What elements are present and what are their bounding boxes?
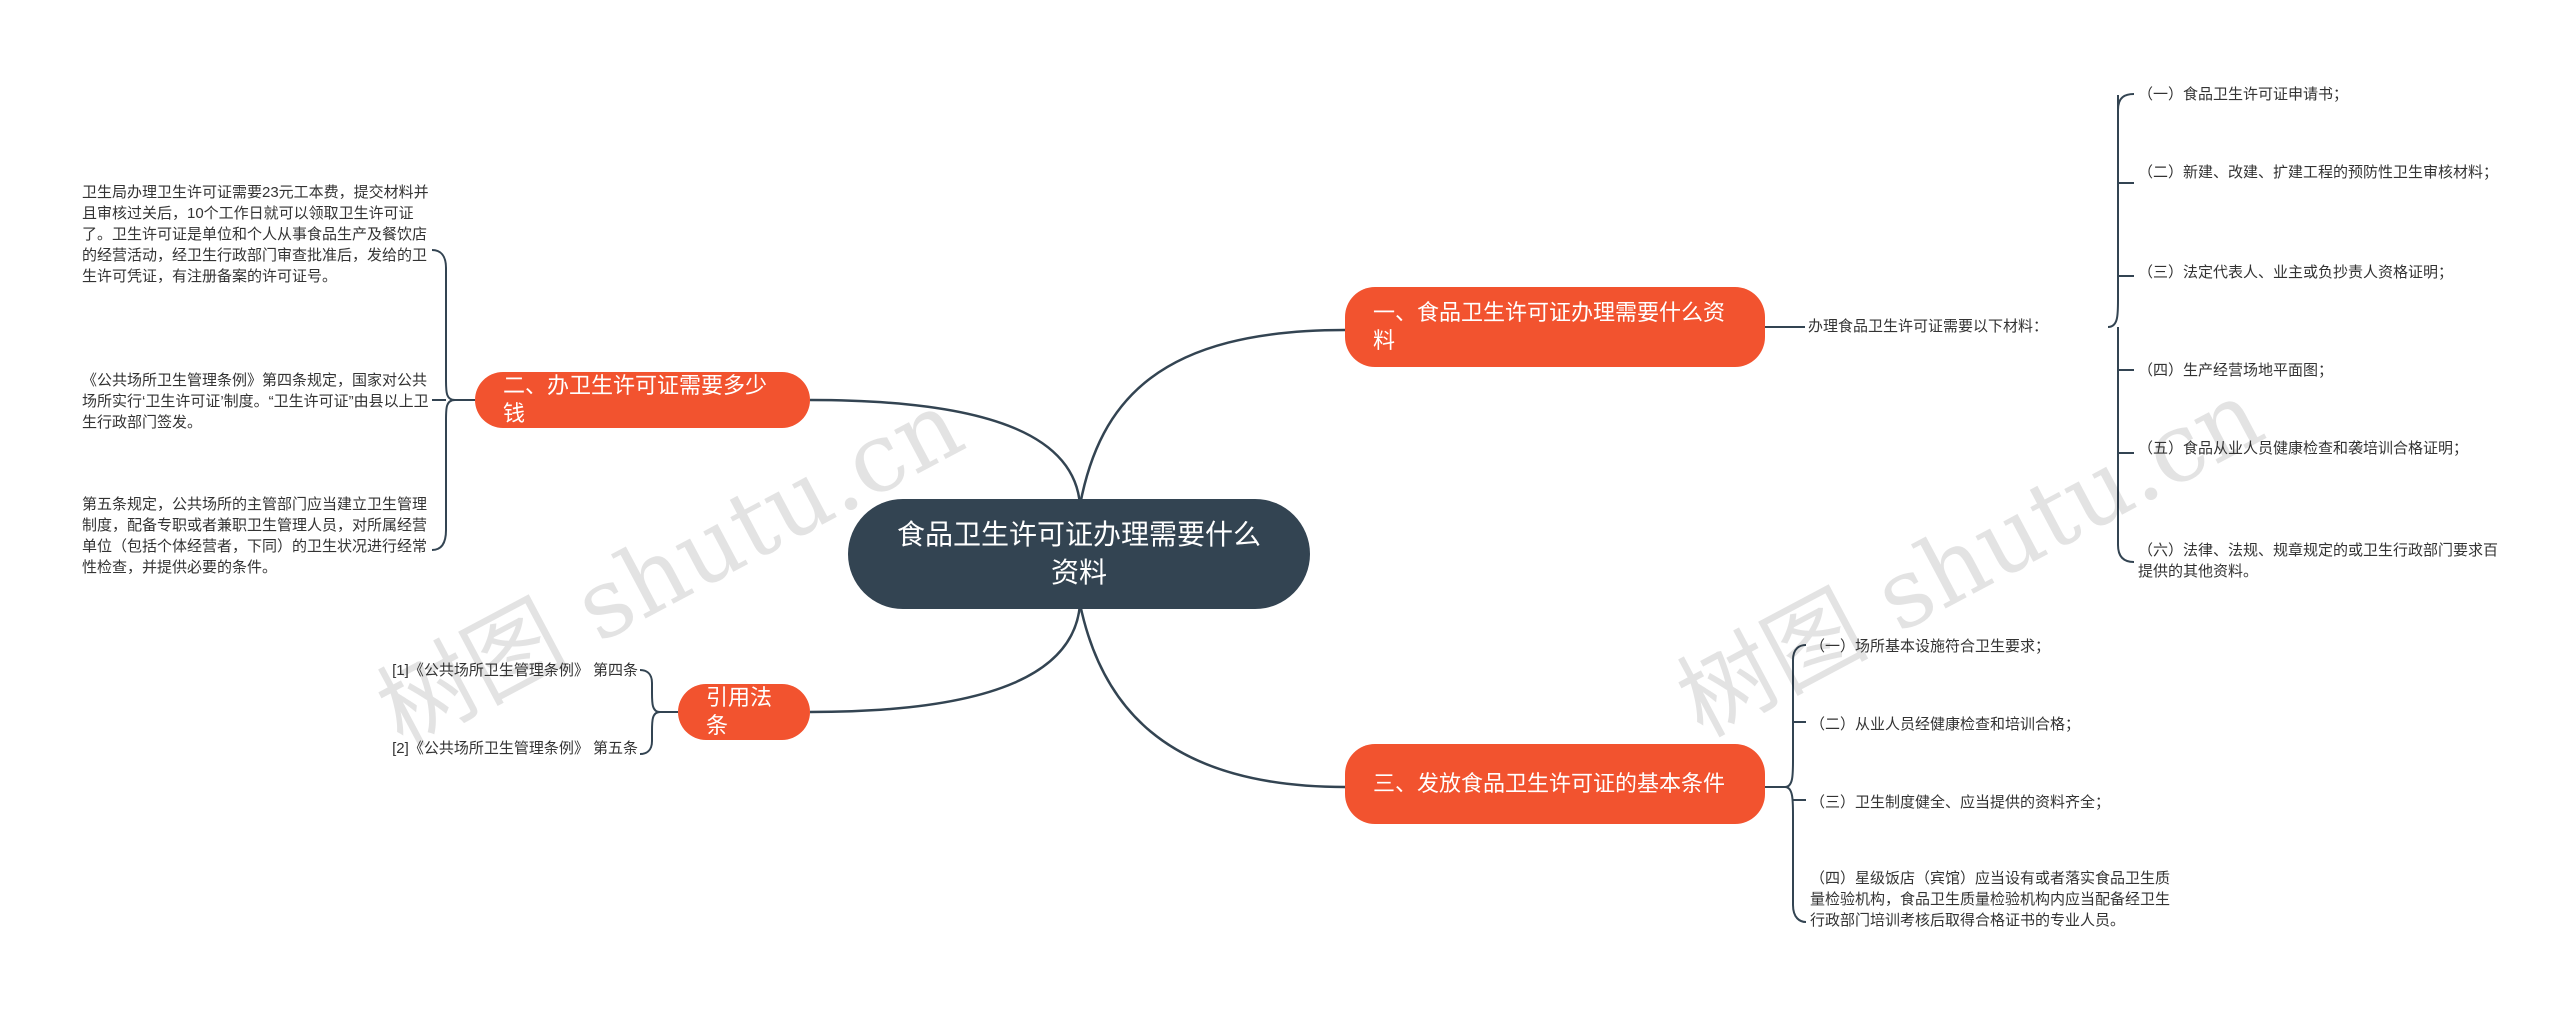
- conditions-item-4: （四）星级饭店（宾馆）应当设有或者落实食品卫生质量检验机构，食品卫生质量检验机构…: [1810, 870, 2171, 929]
- bracket-b4: [639, 669, 678, 755]
- branch-cost-label: 二、办卫生许可证需要多少钱: [503, 373, 768, 426]
- branch-references-label: 引用法条: [706, 685, 773, 738]
- cost-item-3: 第五条规定，公共场所的主管部门应当建立卫生管理制度，配备专职或者兼职卫生管理人员…: [82, 496, 428, 576]
- bracket-b3: [1765, 644, 1807, 923]
- conditions-item-2: （二）从业人员经健康检查和培训合格；: [1810, 716, 2081, 733]
- branch-cost[interactable]: 二、办卫生许可证需要多少钱: [475, 372, 810, 428]
- branch-conditions[interactable]: 三、发放食品卫生许可证的基本条件: [1345, 744, 1765, 824]
- root-topic[interactable]: 食品卫生许可证办理需要什么资料: [848, 499, 1310, 609]
- branch-materials[interactable]: 一、食品卫生许可证办理需要什么资料: [1345, 287, 1765, 367]
- cost-item-2: 《公共场所卫生管理条例》第四条规定，国家对公共场所实行‘卫生许可证’制度。“卫生…: [82, 372, 429, 431]
- link-root-b4: [809, 603, 1082, 714]
- materials-item-1: （一）食品卫生许可证申请书；: [2138, 86, 2349, 103]
- link-root-b2: [809, 398, 1082, 506]
- materials-intro: 办理食品卫生许可证需要以下材料：: [1808, 318, 2049, 335]
- bracket-b1: [2107, 93, 2135, 563]
- conditions-item-1: （一）场所基本设施符合卫生要求；: [1810, 638, 2051, 655]
- root-topic-label: 食品卫生许可证办理需要什么资料: [896, 519, 1261, 588]
- link-root-b1: [1078, 328, 1346, 506]
- cost-item-1: 卫生局办理卫生许可证需要23元工本费，提交材料并且审核过关后，10个工作日就可以…: [82, 184, 429, 285]
- link-root-b3: [1078, 603, 1346, 789]
- conditions-item-3: （三）卫生制度健全、应当提供的资料齐全；: [1810, 794, 2111, 811]
- materials-item-6: （六）法律、法规、规章规定的或卫生行政部门要求百提供的其他资料。: [2138, 542, 2499, 580]
- materials-item-4: （四）生产经营场地平面图；: [2138, 362, 2334, 379]
- reference-item-1: [1]《公共场所卫生管理条例》 第四条: [392, 662, 638, 679]
- materials-item-5: （五）食品从业人员健康检查和袭培训合格证明；: [2138, 440, 2469, 457]
- branch-references[interactable]: 引用法条: [678, 684, 810, 740]
- branch-conditions-label: 三、发放食品卫生许可证的基本条件: [1373, 771, 1726, 796]
- materials-item-3: （三）法定代表人、业主或负抄责人资格证明；: [2138, 264, 2454, 281]
- branch-materials-label: 一、食品卫生许可证办理需要什么资料: [1373, 300, 1726, 353]
- materials-item-2: （二）新建、改建、扩建工程的预防性卫生审核材料；: [2138, 164, 2499, 181]
- bracket-b2: [431, 249, 475, 551]
- reference-item-2: [2]《公共场所卫生管理条例》 第五条: [392, 740, 638, 757]
